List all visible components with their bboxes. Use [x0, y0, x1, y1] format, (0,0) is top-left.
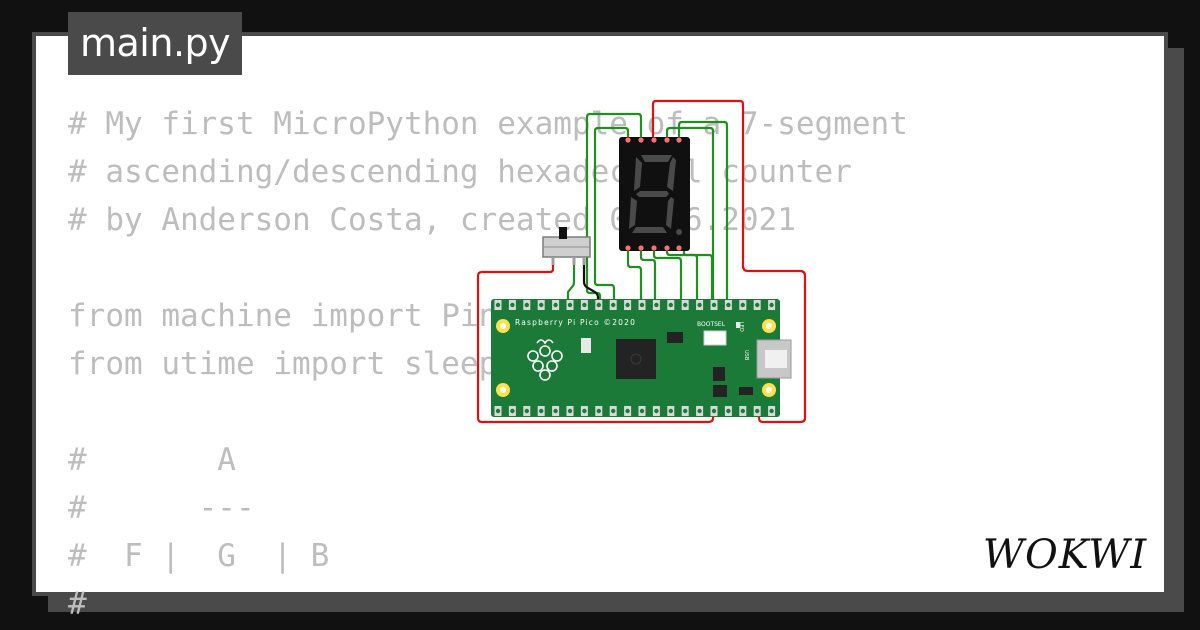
- file-tab[interactable]: main.py: [68, 12, 243, 75]
- pin-hole: [639, 302, 645, 308]
- code-line: from machine import Pin: [68, 298, 498, 334]
- switch-knob[interactable]: [559, 227, 567, 239]
- pin-hole: [769, 408, 774, 414]
- pin-hole: [625, 408, 630, 414]
- seven-segment-display: [619, 137, 690, 251]
- pin-hole: [524, 408, 529, 414]
- pin-hole: [539, 408, 544, 414]
- pin-hole: [726, 408, 731, 414]
- pin-hole: [755, 408, 760, 414]
- pin-hole: [769, 302, 774, 308]
- pin-hole: [567, 408, 573, 414]
- pin-hole: [510, 408, 515, 414]
- pin-hole: [611, 408, 616, 414]
- circuit-diagram: Raspberry Pi Pico ©2020 BOOTSEL LED USB: [476, 99, 807, 424]
- smd-component: [713, 367, 725, 381]
- code-line: from utime import sleep: [68, 346, 498, 382]
- bootsel-button[interactable]: [703, 330, 727, 346]
- pin-hole: [625, 302, 630, 308]
- black-wire: [582, 257, 600, 302]
- pin-hole: [697, 302, 702, 308]
- pin-hole: [596, 408, 601, 414]
- pin-hole: [639, 408, 645, 414]
- code-line: # F | G | B: [68, 538, 330, 574]
- smd-component: [713, 385, 727, 397]
- board-label: Raspberry Pi Pico ©2020: [515, 318, 636, 327]
- pin-hole: [654, 408, 659, 414]
- pin-hole: [654, 302, 659, 308]
- pin-hole: [740, 302, 745, 308]
- pin-hole: [539, 302, 544, 308]
- slide-switch[interactable]: [542, 227, 591, 265]
- pin-hole: [711, 302, 717, 308]
- code-line: # A: [68, 442, 236, 478]
- pin-header-top: [494, 300, 776, 310]
- pin-hole: [582, 408, 587, 414]
- wokwi-logo[interactable]: WOKWI: [975, 528, 1155, 578]
- pin-hole: [567, 302, 573, 308]
- pin-hole: [611, 302, 616, 308]
- pin-hole: [582, 302, 587, 308]
- pin-hole: [495, 302, 501, 308]
- pin-hole: [668, 302, 673, 308]
- code-line: #: [68, 586, 87, 622]
- onboard-led: [736, 322, 740, 328]
- pin-hole: [495, 408, 501, 414]
- pin-hole: [711, 408, 717, 414]
- bootsel-label: BOOTSEL: [697, 321, 726, 328]
- display-pins: [625, 137, 682, 251]
- pin-hole: [668, 408, 673, 414]
- wokwi-logo-text: WOKWI: [983, 532, 1147, 578]
- smd-component: [739, 387, 753, 395]
- pin-hole: [697, 408, 702, 414]
- pin-hole: [553, 408, 558, 414]
- code-line: # My first MicroPython example of a 7-se…: [68, 106, 908, 142]
- pin-hole: [740, 408, 745, 414]
- pin-hole: [510, 302, 515, 308]
- led-label: LED: [738, 322, 744, 332]
- pin-hole: [726, 302, 731, 308]
- pin-hole: [553, 302, 558, 308]
- pin-hole: [683, 302, 688, 308]
- raspberry-pi-pico[interactable]: Raspberry Pi Pico ©2020 BOOTSEL LED USB: [491, 299, 792, 417]
- code-editor: # My first MicroPython example of a 7-se…: [68, 100, 908, 628]
- pin-hole: [683, 408, 688, 414]
- smd-component: [667, 332, 683, 343]
- display-segments: [629, 155, 682, 235]
- mounting-holes: [496, 319, 776, 397]
- pin-hole: [755, 302, 760, 308]
- pin-header-bottom: [494, 406, 776, 416]
- rp2040-chip: [616, 339, 656, 379]
- green-wires: [566, 112, 729, 302]
- red-wires: [476, 99, 807, 424]
- raspberry-logo-icon: [527, 339, 563, 381]
- pin-hole: [596, 302, 601, 308]
- pin-hole: [524, 302, 529, 308]
- smd-component: [581, 338, 591, 353]
- code-line: # ---: [68, 490, 255, 526]
- usb-label: USB: [743, 350, 749, 361]
